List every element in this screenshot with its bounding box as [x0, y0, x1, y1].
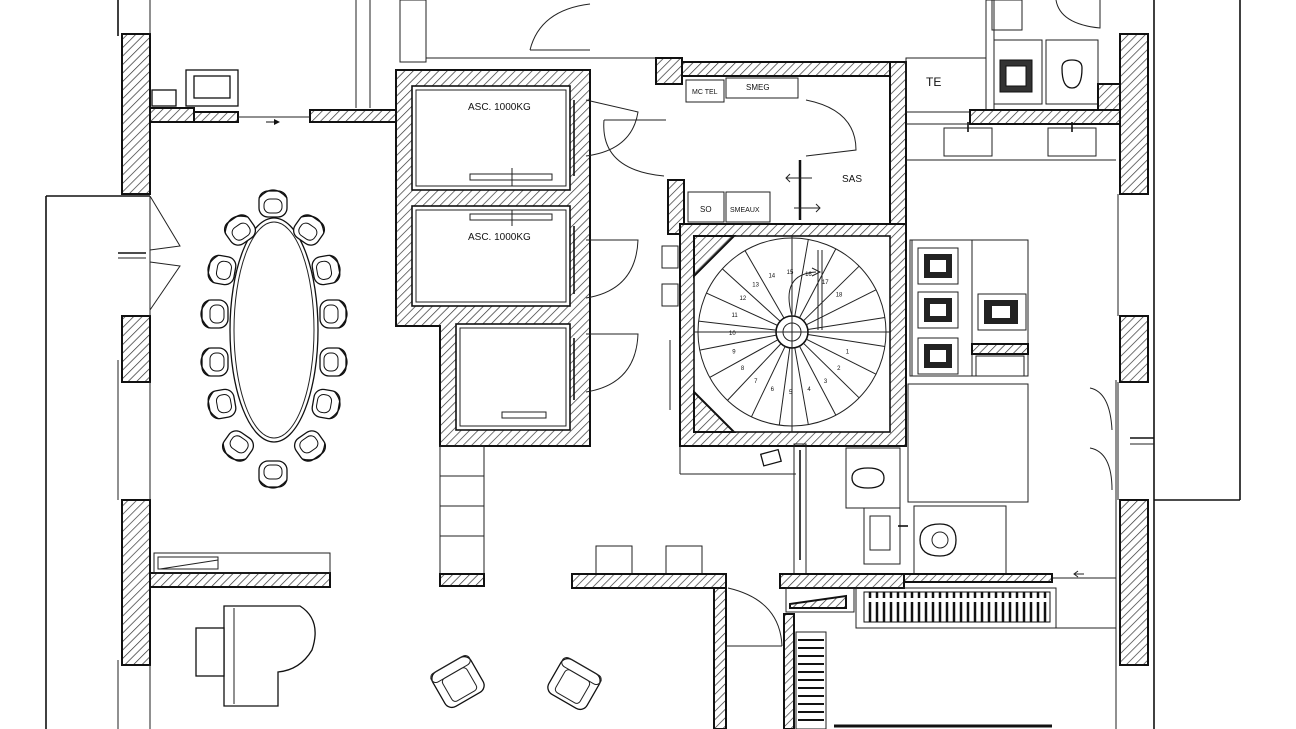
stair-tread	[807, 333, 885, 348]
stair-step-number: 16	[805, 272, 812, 278]
chair-icon	[200, 299, 229, 329]
stair-tread	[794, 347, 809, 425]
stair-step-number: 7	[754, 379, 758, 385]
grand-piano-icon	[223, 605, 316, 707]
chair-icon	[200, 347, 229, 377]
cooktop-icon	[917, 291, 959, 329]
stair-step-number: 2	[837, 366, 841, 372]
meeting-room	[149, 189, 348, 489]
stair-step-number: 4	[807, 387, 811, 393]
toilet-icon	[919, 523, 957, 557]
mc-tel-label: MC TEL	[692, 89, 718, 96]
stair-tread	[778, 347, 791, 426]
stair-step-number: 13	[752, 283, 759, 289]
top-left-office	[149, 0, 660, 125]
elevator-core: ASC. 1000KG ASC. 1000KG	[395, 69, 639, 587]
bottom-walls	[571, 500, 1117, 729]
stair-step-number: 8	[741, 366, 745, 372]
stair-step-number: 18	[836, 292, 843, 298]
so-label: SO	[700, 205, 712, 214]
stair-step-number: 10	[729, 331, 736, 337]
stair-step-number: 9	[732, 349, 736, 355]
stair-tread	[794, 239, 809, 317]
cooktop-icon	[917, 337, 959, 375]
exterior-walls	[45, 0, 1241, 729]
stair-step-number: 15	[787, 270, 794, 276]
stair-tread	[803, 265, 860, 322]
chair-icon	[217, 426, 258, 467]
chair-icon	[290, 426, 331, 467]
stair-tread	[722, 268, 781, 322]
te-label: TE	[926, 75, 941, 89]
chair-icon	[258, 460, 288, 489]
sas-label: SAS	[842, 174, 862, 185]
chair-icon	[205, 253, 238, 287]
stair-step-number: 12	[740, 296, 747, 302]
armchair-icon	[547, 657, 602, 711]
stair-step-number: 17	[822, 280, 829, 286]
storage-rack	[798, 639, 824, 721]
chair-icon	[258, 189, 288, 218]
stair-step-number: 6	[771, 387, 775, 393]
stair-tread	[709, 339, 779, 378]
chair-icon	[205, 387, 238, 421]
elevator-2-label: ASC. 1000KG	[468, 232, 531, 243]
stair-step-number: 3	[824, 379, 828, 385]
chair-icon	[319, 299, 348, 329]
stair-tread	[807, 316, 885, 331]
chair-icon	[310, 253, 343, 287]
stair-step-number: 14	[768, 274, 775, 280]
stair-step-number: 5	[789, 390, 793, 396]
right-wing: TE	[793, 0, 1121, 585]
stair-tread	[744, 250, 785, 319]
stair-tread	[706, 292, 778, 326]
elevator-1-label: ASC. 1000KG	[468, 102, 531, 113]
chair-icon	[319, 347, 348, 377]
armchair-icon	[430, 655, 485, 709]
stair-tread	[806, 338, 877, 375]
oval-conference-table	[229, 217, 319, 443]
cooktop-icon	[977, 293, 1027, 331]
toilet-icon	[851, 467, 885, 489]
smeg-label: SMEG	[746, 83, 770, 92]
smeaux-label: SMEAUX	[730, 207, 760, 214]
stair-tread	[799, 345, 837, 416]
stair-tread	[803, 342, 860, 399]
stair-tread	[699, 334, 777, 351]
cooktop-icon	[917, 247, 959, 285]
stair-step-number: 11	[732, 313, 739, 319]
lounge-area	[149, 545, 703, 711]
stair-tread	[698, 320, 777, 331]
stair-step-number: 1	[846, 349, 850, 355]
stair-tread	[750, 346, 786, 418]
chair-icon	[310, 387, 343, 421]
toilet-icon	[1061, 59, 1083, 89]
stair-tread	[727, 343, 782, 401]
